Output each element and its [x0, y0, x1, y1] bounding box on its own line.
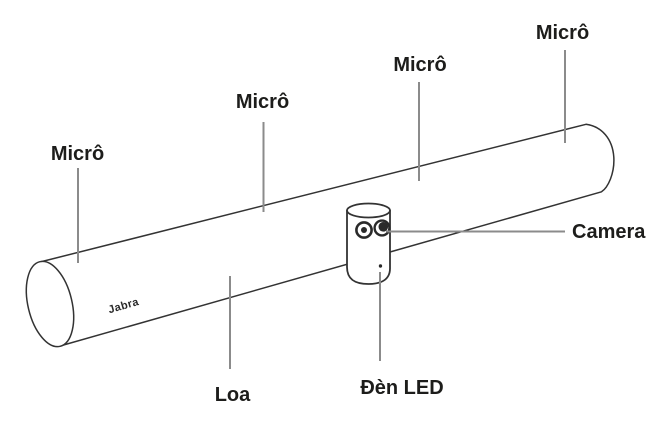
speaker-bar-body: [39, 123, 615, 347]
camera-lens-right-pupil: [378, 222, 389, 232]
label-camera: Camera: [572, 221, 646, 243]
label-mic-right: Micrô: [536, 22, 589, 44]
speaker-bar-end-cap: [25, 260, 75, 348]
label-speaker: Loa: [215, 384, 251, 406]
camera-pod-top: [346, 202, 391, 219]
led-indicator-dot: [378, 264, 383, 268]
label-mic-mid-right: Micrô: [393, 54, 446, 76]
label-led: Đèn LED: [360, 377, 443, 399]
camera-lens-left-pupil: [361, 227, 367, 233]
label-mic-mid-left: Micrô: [236, 91, 289, 113]
label-mic-left: Micrô: [51, 143, 104, 165]
